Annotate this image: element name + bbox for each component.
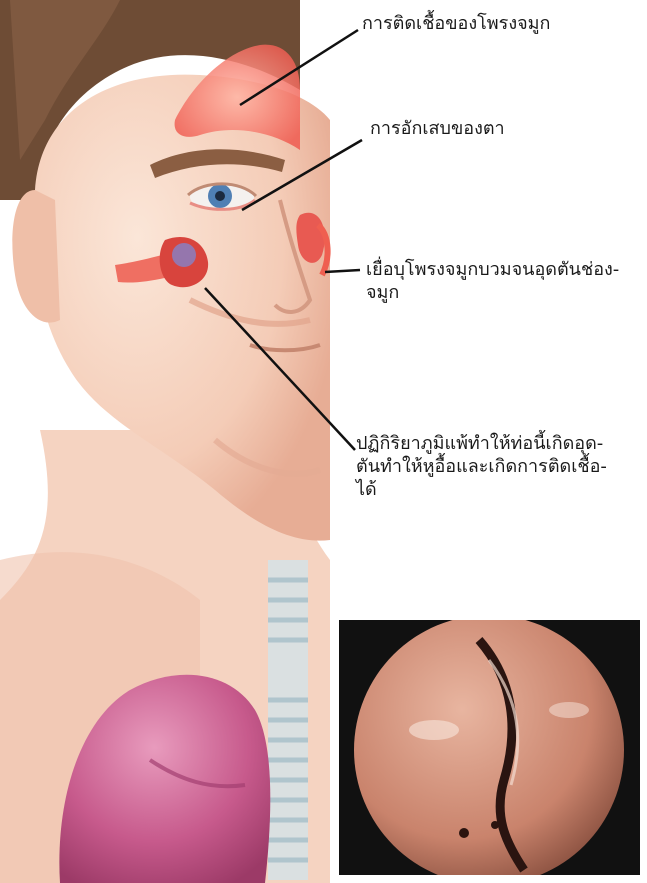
mucosa-glare-right [549,702,589,718]
lesion-dot [459,828,469,838]
pupil [215,191,225,201]
inflammation-spot [172,243,196,267]
leader-line-polyp [325,270,360,272]
label-eye-inflammation: การอักเสบของตา [370,117,505,140]
endoscopic-photo [339,620,640,875]
ear [12,190,60,323]
label-allergy-tube: ปฏิกิริยาภูมิแพ้ทำให้ท่อนี้เกิดอุด- ตันท… [356,432,607,501]
trachea [268,560,308,880]
mucosa-glare [409,720,459,740]
lesion-dot-2 [491,821,499,829]
label-sinus-infection: การติดเชื้อของโพรงจมูก [362,12,550,35]
label-nasal-polyp: เยื่อบุโพรงจมูกบวมจนอุดตันช่อง- จมูก [366,258,619,304]
